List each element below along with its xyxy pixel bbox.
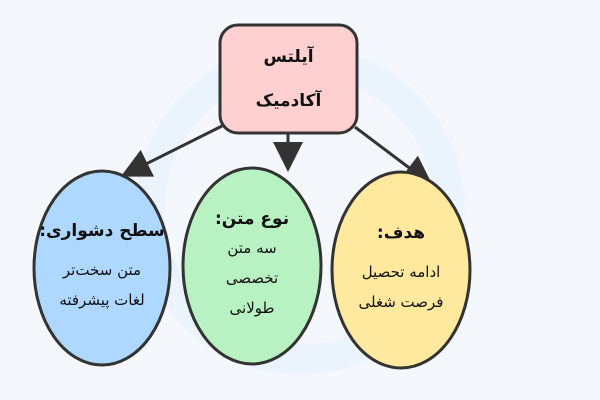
- text-type-ellipse: [181, 166, 323, 366]
- text-type-item: طولانی: [229, 299, 275, 317]
- difficulty-item: لغات پیشرفته: [59, 291, 145, 309]
- difficulty-title: سطح دشواری:: [39, 221, 165, 241]
- difficulty-item: متن سخت‌تر: [62, 261, 142, 279]
- text-type-item: تخصصی: [225, 269, 279, 287]
- difficulty-ellipse: [32, 169, 172, 367]
- root-line-2: آکادمیک: [255, 91, 322, 111]
- arrow-to-difficulty: [120, 124, 223, 177]
- goal-title: هدف:: [376, 223, 426, 243]
- root-node: آیلتس آکادمیک: [220, 25, 357, 133]
- goal-node: هدف: ادامه تحصیل فرصت شغلی: [332, 172, 470, 368]
- text-type-node: نوع متن: سه متن تخصصی طولانی: [183, 168, 321, 364]
- text-type-title: نوع متن:: [214, 209, 290, 229]
- goal-item: ادامه تحصیل: [361, 263, 441, 281]
- difficulty-node: سطح دشواری: متن سخت‌تر لغات پیشرفته: [34, 171, 170, 365]
- root-line-1: آیلتس: [263, 47, 314, 67]
- goal-item: فرصت شغلی: [358, 293, 444, 311]
- root-box: [218, 23, 359, 135]
- text-type-item: سه متن: [227, 239, 277, 257]
- goal-ellipse: [330, 170, 472, 370]
